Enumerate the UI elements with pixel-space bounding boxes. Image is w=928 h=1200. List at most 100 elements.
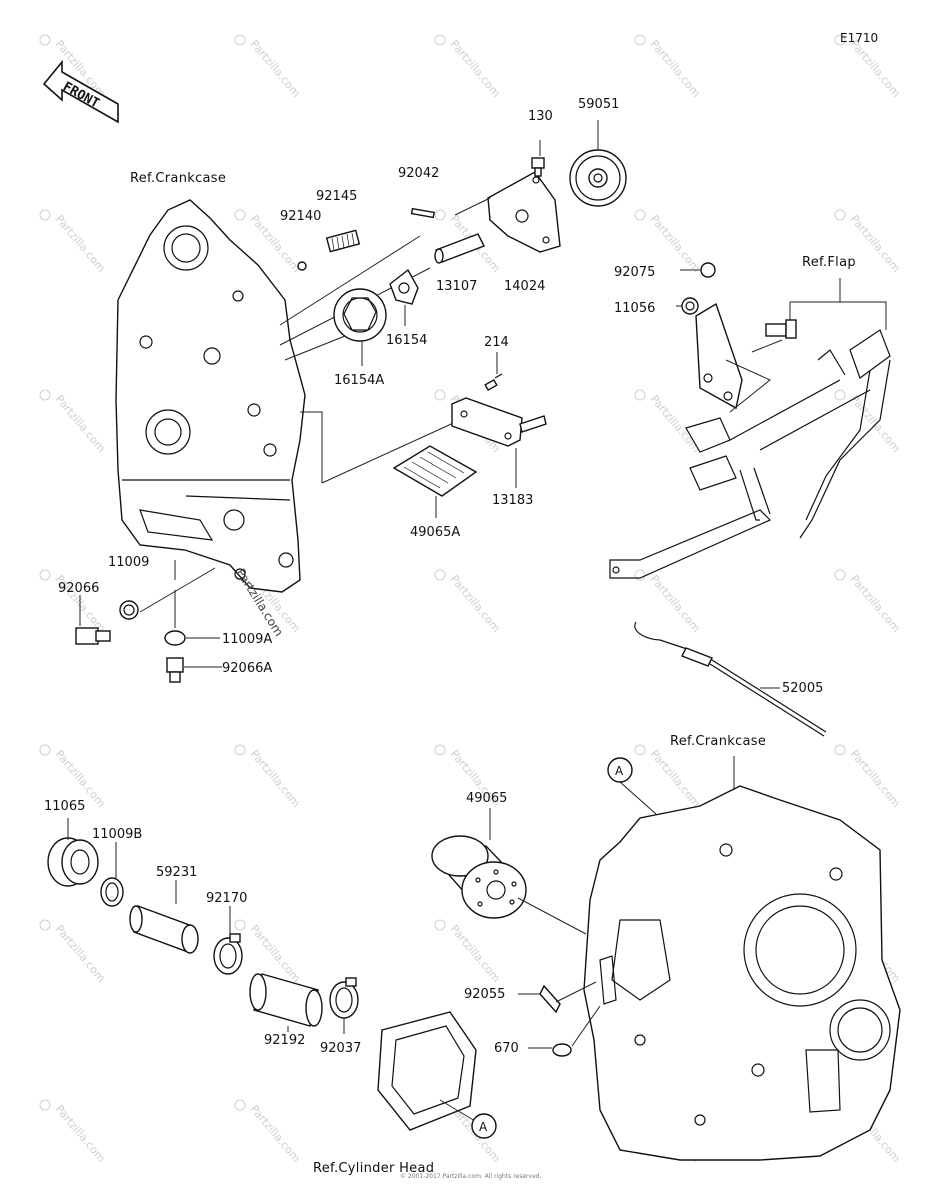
watermark-text: Partzilla.com	[848, 38, 903, 100]
part-52005: 52005	[782, 681, 823, 696]
rotor-16154A	[333, 288, 387, 342]
watermark-mark: Partzilla.com	[834, 569, 903, 635]
watermark-mark: Partzilla.com	[39, 569, 108, 635]
plate-13183	[451, 397, 547, 447]
watermark-text: Partzilla.com	[53, 393, 108, 455]
copyright: © 2001-2017 Partzilla.com. All rights re…	[400, 1173, 542, 1180]
part-92037: 92037	[320, 1041, 361, 1056]
part-11056: 11056	[614, 301, 655, 316]
part-670: 670	[494, 1041, 519, 1056]
flap-linkage	[609, 262, 891, 579]
watermark-text: Partzilla.com	[848, 393, 903, 455]
watermark-text: Partzilla.com	[648, 38, 703, 100]
watermark-mark: Partzilla.com	[234, 1099, 303, 1165]
ref-crankcase-bottom: Ref.Crankcase	[670, 734, 766, 749]
watermark-text: Partzilla.com	[448, 923, 503, 985]
watermark-text: Partzilla.com	[648, 748, 703, 810]
part-16154: 16154	[386, 333, 427, 348]
watermark-text: Partzilla.com	[648, 393, 703, 455]
watermark-mark: Partzilla.com	[634, 569, 703, 635]
part-59231: 59231	[156, 865, 197, 880]
watermark-mark: Partzilla.com	[634, 34, 703, 100]
cylinder-head-flange	[377, 1011, 477, 1131]
watermark-text: Partzilla.com	[648, 213, 703, 275]
watermark-text: Partzilla.com	[848, 213, 903, 275]
watermark-text: Partzilla.com	[248, 748, 303, 810]
ref-cylinder-head: Ref.Cylinder Head	[313, 1161, 434, 1176]
washer-11009	[119, 600, 139, 620]
watermark-mark: Partzilla.com	[39, 209, 108, 275]
part-92066A: 92066A	[222, 661, 272, 676]
part-13183: 13183	[492, 493, 533, 508]
part-11065: 11065	[44, 799, 85, 814]
part-130: 130	[528, 109, 553, 124]
rotor-16154	[389, 268, 419, 305]
part-13107: 13107	[436, 279, 477, 294]
callout-a-bottom: A	[471, 1113, 497, 1139]
watermark-mark: Partzilla.com	[39, 1099, 108, 1165]
watermark-mark: Partzilla.com	[434, 919, 503, 985]
oring-11009B	[100, 877, 124, 907]
oring-670	[552, 1043, 572, 1057]
gear-59051	[569, 149, 627, 207]
watermark-mark: Partzilla.com	[434, 569, 503, 635]
ball-92140	[297, 261, 307, 271]
clamp-92170	[213, 933, 243, 975]
watermark-text: Partzilla.com	[848, 573, 903, 635]
cover-14024	[487, 171, 561, 253]
oil-filter-49065	[431, 835, 527, 919]
watermark-mark: Partzilla.com	[39, 389, 108, 455]
part-49065A: 49065A	[410, 525, 460, 540]
watermark-mark: Partzilla.com	[634, 389, 703, 455]
plug-92066A	[166, 657, 184, 683]
watermark-text: Partzilla.com	[53, 213, 108, 275]
watermark-mark: Partzilla.com	[234, 744, 303, 810]
part-92055: 92055	[464, 987, 505, 1002]
watermark-text: Partzilla.com	[848, 748, 903, 810]
watermark-mark: Partzilla.com	[234, 34, 303, 100]
crankcase-bottom	[583, 785, 901, 1161]
watermark-text: Partzilla.com	[248, 1103, 303, 1165]
part-11009: 11009	[108, 555, 149, 570]
bearing-11065	[47, 837, 99, 887]
watermark-text: Partzilla.com	[448, 573, 503, 635]
figure-code: E1710	[840, 31, 878, 45]
part-49065: 49065	[466, 791, 507, 806]
watermark-mark: Partzilla.com	[634, 744, 703, 810]
clamp-92037	[329, 977, 359, 1019]
part-214: 214	[484, 335, 509, 350]
part-11009A: 11009A	[222, 632, 272, 647]
part-92192: 92192	[264, 1033, 305, 1048]
watermark-text: Partzilla.com	[53, 1103, 108, 1165]
washer-11009A	[164, 630, 186, 646]
watermark-text: Partzilla.com	[648, 573, 703, 635]
part-92066: 92066	[58, 581, 99, 596]
watermark-text: Partzilla.com	[53, 923, 108, 985]
watermark-mark: Partzilla.com	[434, 34, 503, 100]
pipe-59231	[129, 905, 199, 954]
part-16154A: 16154A	[334, 373, 384, 388]
part-92042: 92042	[398, 166, 439, 181]
bolt-92066	[75, 627, 111, 645]
ref-flap: Ref.Flap	[802, 255, 856, 270]
crankcase-cover	[115, 199, 306, 593]
part-92140: 92140	[280, 209, 321, 224]
part-92145: 92145	[316, 189, 357, 204]
bolt-214	[484, 373, 503, 392]
part-11009B: 11009B	[92, 827, 142, 842]
callout-a-top-label: A	[615, 764, 624, 778]
hose-92192	[249, 973, 323, 1027]
part-59051: 59051	[578, 97, 619, 112]
part-92170: 92170	[206, 891, 247, 906]
watermark-mark: Partzilla.com	[39, 919, 108, 985]
bolt-130	[531, 157, 545, 177]
pin-92042	[410, 207, 435, 219]
watermark-mark: Partzilla.com	[834, 389, 903, 455]
callout-a-bottom-label: A	[479, 1120, 488, 1134]
oring-92055	[539, 984, 561, 1014]
watermark-mark: Partzilla.com	[234, 919, 303, 985]
watermark-mark: Partzilla.com	[834, 744, 903, 810]
watermark-text: Partzilla.com	[448, 38, 503, 100]
